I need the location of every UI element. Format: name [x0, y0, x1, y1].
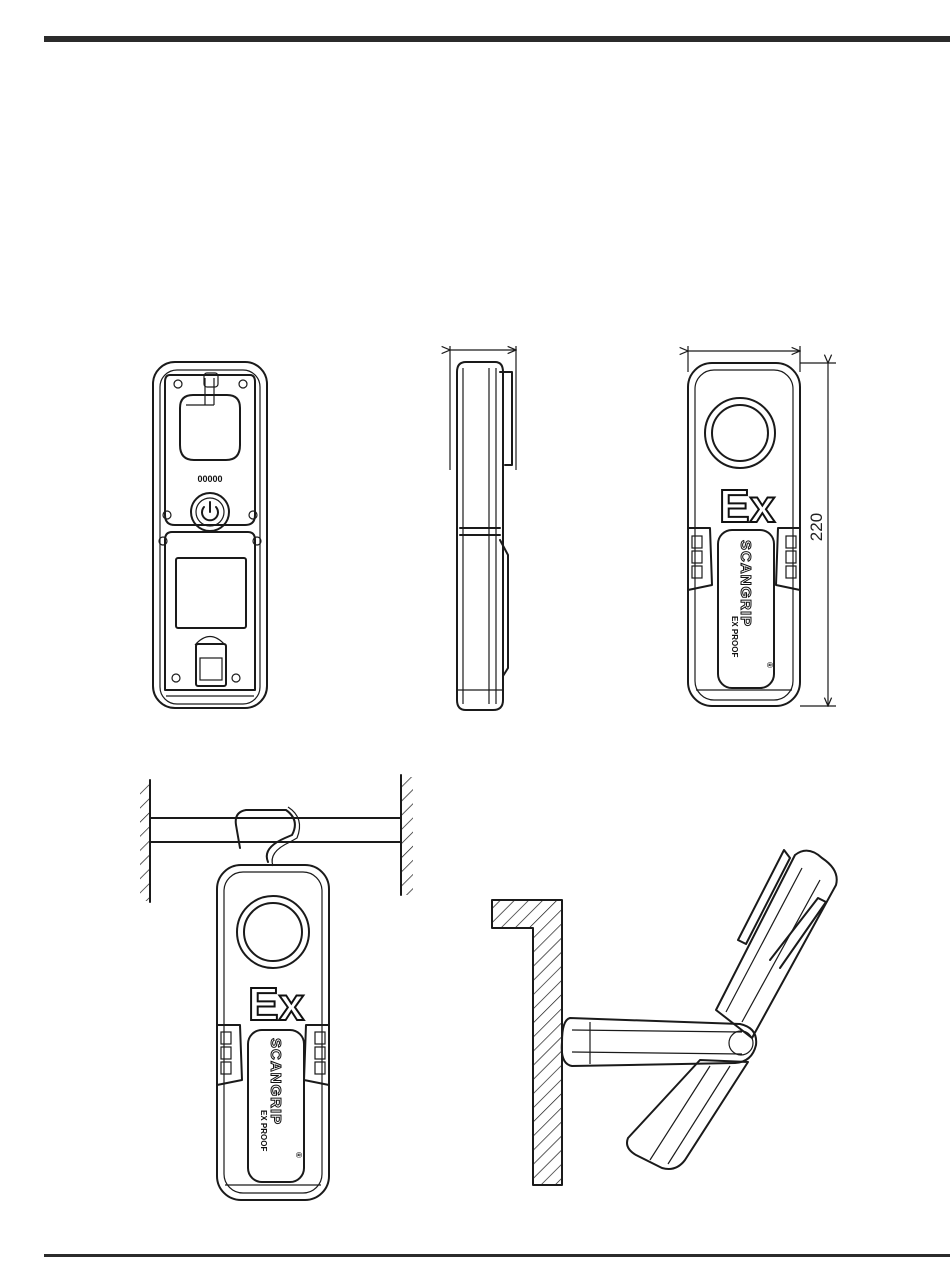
registered-mark-hanging: ® [294, 1152, 303, 1158]
brand-name-hanging: SCANGRIP [267, 1038, 284, 1125]
registered-mark: ® [765, 662, 774, 668]
side-view [450, 346, 516, 710]
height-dimension-label: 220 [807, 513, 826, 541]
ex-logo-hanging: Ex [248, 978, 305, 1030]
ex-logo: Ex [719, 480, 776, 532]
product-line-hanging: EX PROOF [259, 1110, 268, 1151]
wall-mount-view [492, 850, 837, 1185]
front-view: 220 Ex SCANGRIP ® EX PROOF [688, 346, 836, 706]
product-line: EX PROOF [730, 616, 739, 657]
hanging-view: Ex SCANGRIP ® EX PROOF [140, 775, 413, 1200]
back-view: 00000 [153, 362, 267, 708]
led-dots: 00000 [197, 474, 222, 484]
lens-icon [237, 896, 309, 968]
lens-icon [705, 398, 775, 468]
brand-name: SCANGRIP [737, 540, 754, 627]
